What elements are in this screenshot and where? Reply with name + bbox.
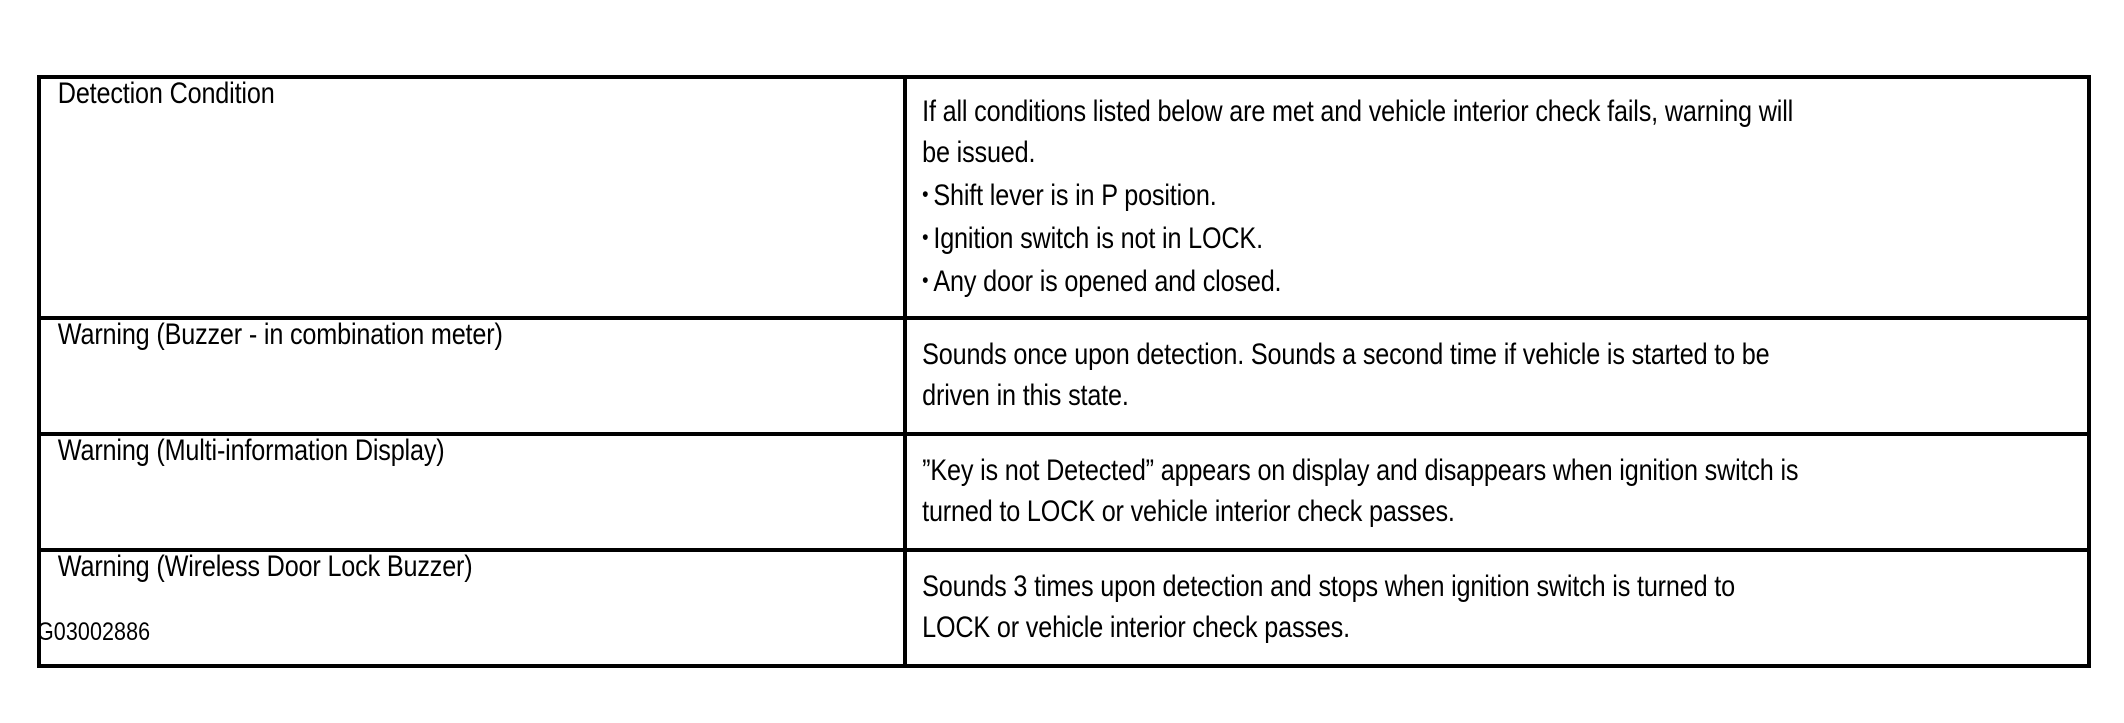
value-block: If all conditions listed below are met a…: [907, 79, 2115, 316]
value-block: Sounds once upon detection. Sounds a sec…: [907, 320, 2115, 432]
table-cell-label: Warning (Buzzer - in combination meter): [37, 315, 907, 436]
table-cell-label: Detection Condition: [37, 75, 907, 320]
value-line-bullet: Shift lever is in P position.: [922, 173, 2102, 216]
value-line: Sounds 3 times upon detection and stops …: [922, 569, 1735, 603]
table-cell-value: If all conditions listed below are met a…: [903, 75, 2091, 320]
table-row: Warning (Buzzer - in combination meter) …: [37, 315, 2091, 436]
table-row: Warning (Multi-information Display) ”Key…: [37, 431, 2091, 552]
value-line: If all conditions listed below are met a…: [922, 95, 1794, 128]
detection-warning-table: Detection Condition If all conditions li…: [37, 75, 2091, 668]
table-row: Warning (Wireless Door Lock Buzzer) Soun…: [37, 547, 2091, 668]
row-label: Warning (Wireless Door Lock Buzzer): [57, 549, 473, 583]
table-cell-value: Sounds 3 times upon detection and stops …: [903, 547, 2091, 668]
table-cell-label: Warning (Multi-information Display): [37, 431, 907, 552]
row-label: Detection Condition: [57, 77, 275, 110]
table-body: Detection Condition If all conditions li…: [37, 75, 2091, 668]
value-line: turned to LOCK or vehicle interior check…: [922, 494, 1455, 528]
value-block: Sounds 3 times upon detection and stops …: [907, 552, 2115, 664]
value-block: ”Key is not Detected” appears on display…: [907, 436, 2115, 548]
value-line-bullet: Any door is opened and closed.: [922, 259, 2102, 302]
value-line: driven in this state.: [922, 378, 1129, 412]
value-line: be issued.: [922, 136, 1036, 169]
value-line: LOCK or vehicle interior check passes.: [922, 610, 1350, 644]
value-line: Sounds once upon detection. Sounds a sec…: [922, 337, 1770, 371]
table-cell-value: ”Key is not Detected” appears on display…: [903, 431, 2091, 552]
value-line: ”Key is not Detected” appears on display…: [922, 453, 1799, 487]
value-line-bullet: Ignition switch is not in LOCK.: [922, 216, 2102, 259]
table-row: Detection Condition If all conditions li…: [37, 75, 2091, 320]
table-cell-value: Sounds once upon detection. Sounds a sec…: [903, 315, 2091, 436]
table-cell-label: Warning (Wireless Door Lock Buzzer): [37, 547, 907, 668]
row-label: Warning (Buzzer - in combination meter): [57, 317, 503, 351]
figure-caption: G03002886: [37, 618, 151, 646]
row-label: Warning (Multi-information Display): [57, 433, 445, 467]
